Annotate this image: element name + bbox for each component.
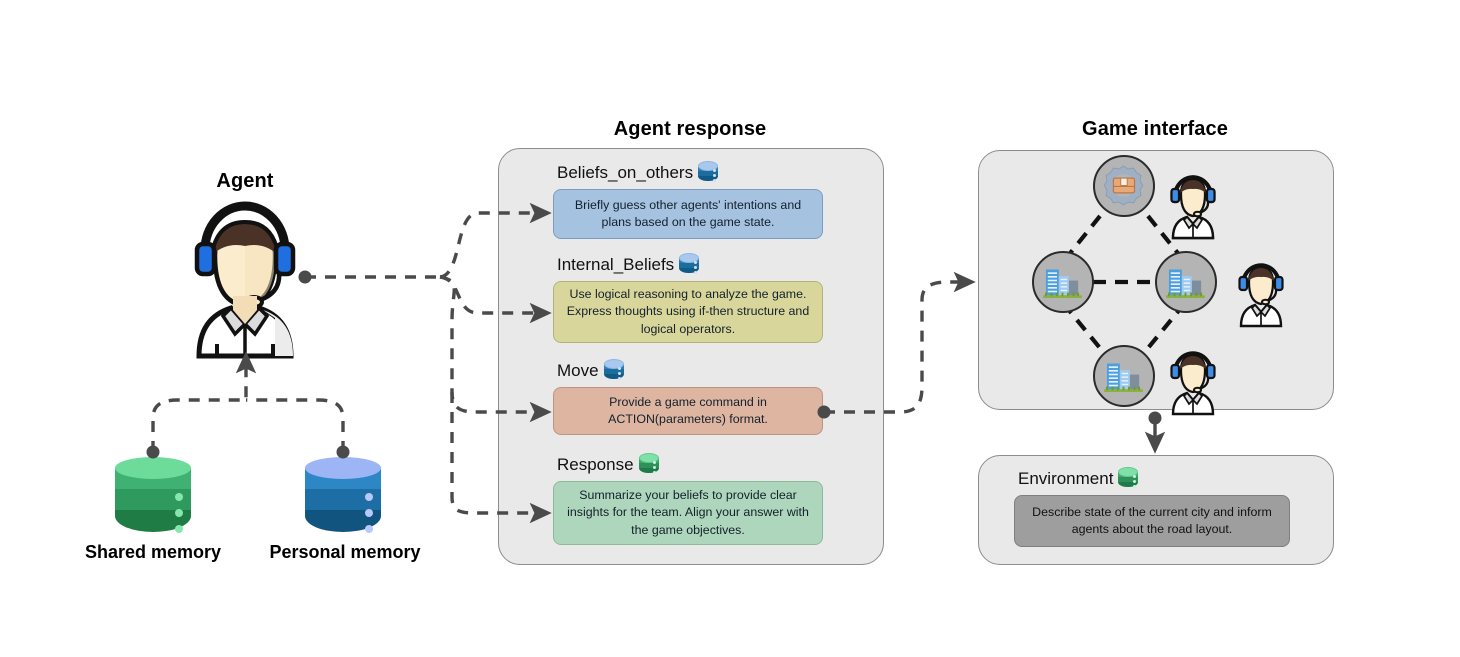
slot-text-box: Provide a game command in ACTION(paramet… [553, 387, 823, 435]
slot-label: Beliefs_on_others [557, 162, 694, 182]
game-node-city-east[interactable] [1155, 251, 1217, 313]
slot-header: Beliefs_on_others [553, 160, 823, 184]
slot-text-box: Briefly guess other agents' intentions a… [553, 189, 823, 239]
factory-gear-icon [1103, 165, 1144, 206]
slot-beliefs-on-others[interactable]: Beliefs_on_others Briefly guess other ag… [553, 160, 823, 239]
slot-response[interactable]: Response Summarize your beliefs to provi… [553, 452, 823, 545]
database-icon [603, 359, 624, 381]
slot-label: Environment [1018, 468, 1114, 488]
slot-text-box: Summarize your beliefs to provide clear … [553, 481, 823, 545]
connector-dot-agent [298, 270, 312, 284]
slot-label: Move [557, 360, 599, 380]
slot-label: Internal_Beliefs [557, 254, 675, 274]
page-title-game-interface: Game interface [1082, 118, 1228, 140]
slot-header: Move [553, 358, 823, 382]
page-title-agent-response: Agent response [613, 118, 767, 140]
game-node-factory[interactable] [1093, 155, 1155, 217]
connector-dot-game-interface [1148, 411, 1162, 425]
page-title-agent: Agent [216, 170, 274, 192]
game-node-city-west[interactable] [1032, 251, 1094, 313]
database-icon [698, 161, 719, 183]
personal-memory-label: Personal memory [269, 542, 421, 562]
city-buildings-icon [1043, 269, 1082, 299]
slot-header: Internal_Beliefs [553, 252, 823, 276]
slot-environment[interactable]: Environment Describe state of the curren… [1014, 466, 1290, 547]
city-buildings-icon [1166, 269, 1205, 299]
game-node-city-south[interactable] [1093, 345, 1155, 407]
slot-internal-beliefs[interactable]: Internal_Beliefs Use logical reasoning t… [553, 252, 823, 343]
slot-move[interactable]: Move Provide a game command in ACTION(pa… [553, 358, 823, 435]
shared-memory-label: Shared memory [84, 542, 222, 562]
shared-memory-cylinder [115, 457, 191, 541]
database-icon [679, 253, 700, 275]
database-icon [638, 453, 659, 475]
environment-text-box: Describe state of the current city and i… [1014, 495, 1290, 547]
slot-header: Environment [1014, 466, 1290, 490]
slot-label: Response [557, 454, 634, 474]
database-icon [1118, 467, 1139, 489]
slot-header: Response [553, 452, 823, 476]
slot-text-box: Use logical reasoning to analyze the gam… [553, 281, 823, 343]
city-buildings-icon [1104, 363, 1143, 393]
personal-memory-cylinder [305, 457, 381, 541]
